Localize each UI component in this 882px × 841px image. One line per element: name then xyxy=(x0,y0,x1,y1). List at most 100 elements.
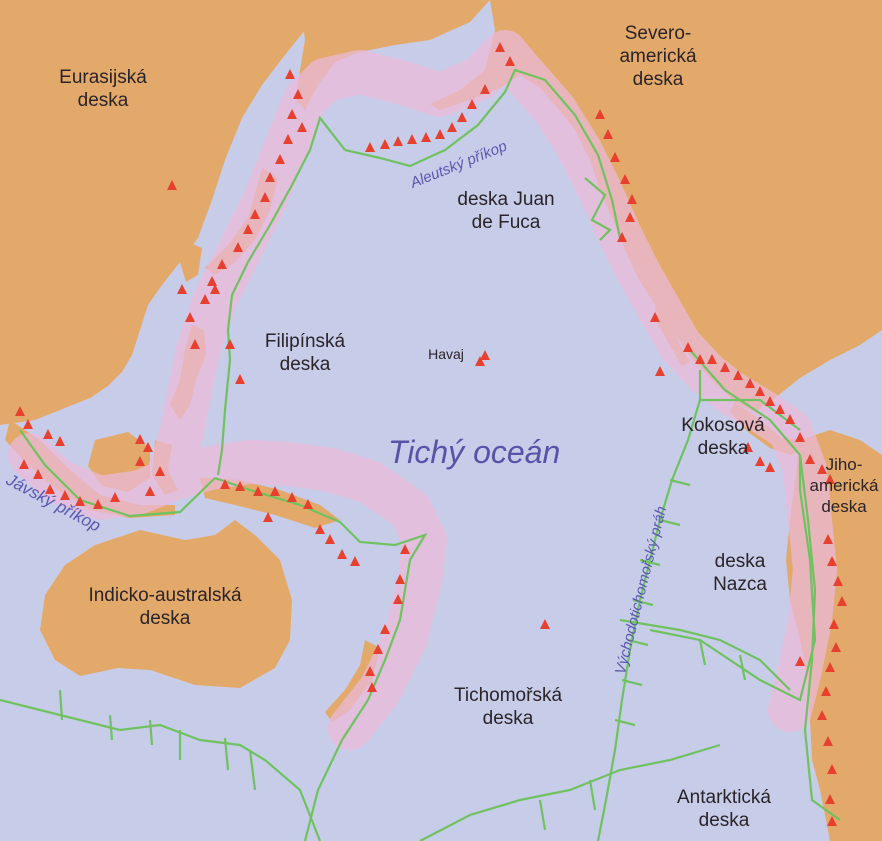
volcano-icon xyxy=(480,84,490,94)
volcano-icon xyxy=(435,129,445,139)
volcano-icon xyxy=(480,350,490,360)
volcano-icon xyxy=(755,456,765,466)
volcano-icon xyxy=(827,556,837,566)
volcano-icon xyxy=(303,499,313,509)
boundary-southern-ridge-east xyxy=(419,743,721,841)
label-juan-de-fuca-plate: deska Juan de Fuca xyxy=(446,188,566,234)
volcano-icon xyxy=(145,486,155,496)
volcano-icon xyxy=(447,122,457,132)
label-north-american-plate: Severo- americká deska xyxy=(598,22,718,91)
boundary-andes xyxy=(798,454,841,821)
volcano-icon xyxy=(823,534,833,544)
volcano-icon xyxy=(421,132,431,142)
volcano-icon xyxy=(243,224,253,234)
label-indo-australian-line-2: deska xyxy=(139,608,191,629)
volcano-icon xyxy=(60,490,70,500)
volcano-icon xyxy=(795,432,805,442)
volcano-icon xyxy=(475,356,485,366)
land-antarctica-tip xyxy=(840,812,882,841)
label-eurasian-line-1: Eurasijská xyxy=(59,67,147,88)
volcano-icon xyxy=(283,134,293,144)
volcano-icon xyxy=(683,342,693,352)
volcano-icon xyxy=(603,129,613,139)
volcano-icon xyxy=(395,574,405,584)
volcano-icon xyxy=(285,69,295,79)
volcano-icon xyxy=(827,764,837,774)
volcano-icon xyxy=(185,312,195,322)
volcano-icon xyxy=(33,469,43,479)
label-pacific-plate: Tichomořská deska xyxy=(418,684,598,730)
label-pacific-plate-line-2: deska xyxy=(482,708,534,729)
volcano-icon xyxy=(143,442,153,452)
volcano-icon xyxy=(393,136,403,146)
volcano-icon xyxy=(75,496,85,506)
volcano-icon xyxy=(155,466,165,476)
volcano-icon xyxy=(817,710,827,720)
label-nazca-line-2: Nazca xyxy=(713,574,767,595)
label-south-american-line-2: americká xyxy=(809,476,879,495)
label-eurasian-plate: Eurasijská deska xyxy=(28,66,178,112)
volcano-icon xyxy=(270,486,280,496)
volcano-icon xyxy=(825,794,835,804)
volcano-icon xyxy=(287,492,297,502)
volcano-icon xyxy=(610,152,620,162)
volcano-icon xyxy=(400,544,410,554)
volcano-icon xyxy=(765,462,775,472)
volcano-icon xyxy=(217,259,227,269)
volcano-icon xyxy=(831,642,841,652)
volcano-icon xyxy=(650,312,660,322)
volcano-icon xyxy=(625,212,635,222)
volcano-icon xyxy=(250,209,260,219)
volcano-icon xyxy=(210,284,220,294)
label-cocos-line-2: deska xyxy=(697,438,749,459)
volcano-icon xyxy=(55,436,65,446)
volcano-icon xyxy=(540,619,550,629)
volcano-icon xyxy=(695,354,705,364)
volcano-icon xyxy=(367,682,377,692)
volcano-icon xyxy=(620,174,630,184)
volcano-icon xyxy=(350,556,360,566)
label-philippine-line-1: Filipínská xyxy=(264,331,346,352)
volcano-icon xyxy=(380,139,390,149)
volcano-icon xyxy=(795,656,805,666)
volcano-icon xyxy=(190,339,200,349)
plate-boundaries xyxy=(0,68,841,841)
volcano-icon xyxy=(817,464,827,474)
volcano-icon xyxy=(373,644,383,654)
land-eurasia xyxy=(0,0,305,425)
volcano-icon xyxy=(135,434,145,444)
land-korea xyxy=(180,242,202,282)
volcano-icon xyxy=(365,666,375,676)
volcano-icon xyxy=(260,192,270,202)
volcano-icon xyxy=(325,534,335,544)
volcano-icon xyxy=(733,370,743,380)
volcano-icon xyxy=(755,386,765,396)
volcano-icon xyxy=(43,429,53,439)
label-nazca-line-1: deska xyxy=(714,551,766,572)
label-south-american-line-1: Jiho- xyxy=(825,455,863,474)
label-indo-australian-plate: Indicko-australská deska xyxy=(50,584,280,630)
volcano-markers xyxy=(15,42,847,826)
volcano-icon xyxy=(765,396,775,406)
volcano-icon xyxy=(135,456,145,466)
label-north-american-line-3: deska xyxy=(632,69,684,90)
volcano-icon xyxy=(297,122,307,132)
boundary-east-pacific-rise xyxy=(596,370,702,841)
volcano-icon xyxy=(467,99,477,109)
boundary-aleutian-japan xyxy=(344,68,622,239)
label-philippine-plate: Filipínská deska xyxy=(250,330,360,376)
label-juan-de-fuca-line-2: de Fuca xyxy=(471,212,541,233)
volcano-icon xyxy=(825,474,835,484)
volcano-icon xyxy=(775,404,785,414)
volcano-icon xyxy=(265,172,275,182)
volcano-icon xyxy=(457,112,467,122)
boundary-juan-de-fuca xyxy=(584,177,612,241)
volcano-icon xyxy=(707,354,717,364)
volcano-icon xyxy=(200,294,210,304)
volcano-icon xyxy=(833,576,843,586)
volcano-icon xyxy=(235,481,245,491)
volcano-icon xyxy=(235,374,245,384)
volcano-icon xyxy=(720,362,730,372)
volcano-icon xyxy=(505,56,515,66)
